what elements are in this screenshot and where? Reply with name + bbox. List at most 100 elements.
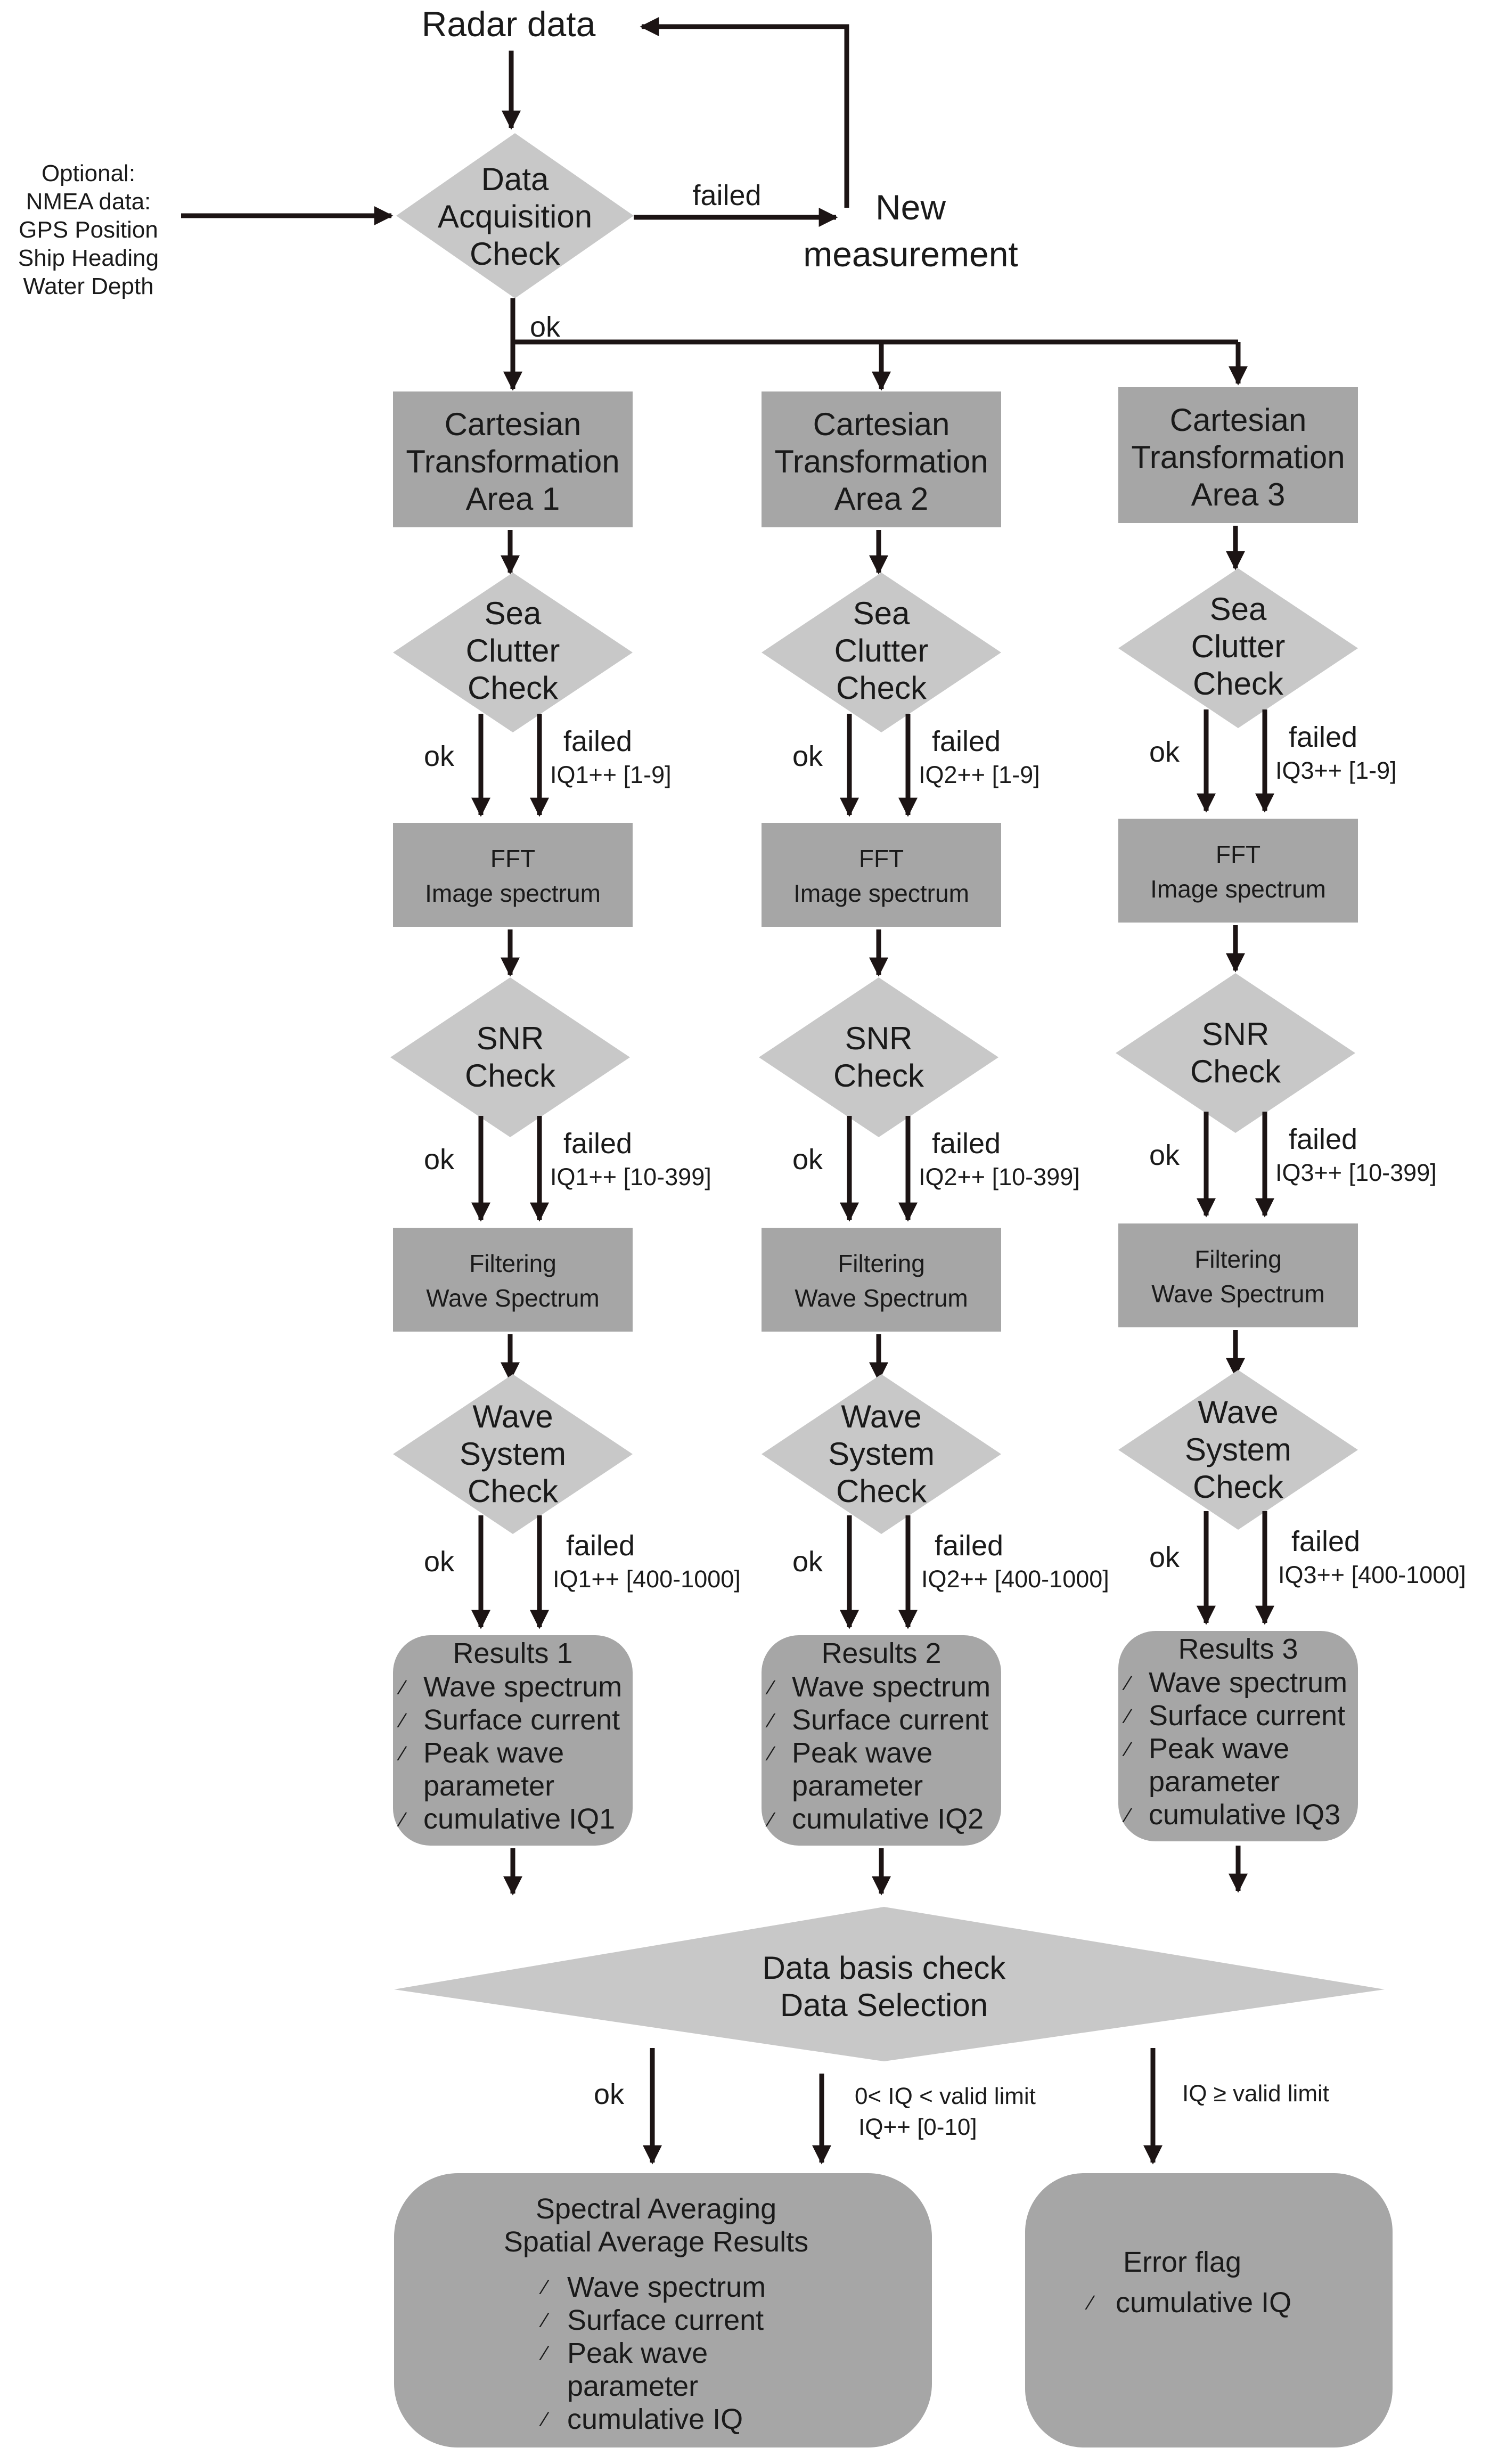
results-box: Results 3⁄Wave spectrum⁄Surface current⁄…	[1118, 1631, 1358, 1841]
optional-line: GPS Position	[19, 217, 158, 243]
error-title: Error flag	[1123, 2246, 1241, 2278]
data-basis-check: Data basis check Data Selection	[394, 1907, 1385, 2061]
filtering-line: Wave Spectrum	[795, 1284, 968, 1312]
cartesian-line: Cartesian	[1170, 402, 1307, 438]
snr-ok-label: ok	[1149, 1139, 1180, 1171]
cartesian-line: Area 1	[466, 481, 560, 517]
sea-failed-label: failed	[563, 725, 632, 757]
filtering-line: Wave Spectrum	[426, 1284, 600, 1312]
cartesian-line: Area 3	[1191, 477, 1286, 512]
sea-clutter-line: Sea	[485, 595, 542, 631]
results-item: Surface current	[792, 1704, 988, 1736]
optional-line: NMEA data:	[26, 189, 151, 215]
results-item: Wave spectrum	[423, 1671, 622, 1703]
fft-line: FFT	[1216, 841, 1260, 868]
fft-line: Image spectrum	[1150, 875, 1326, 903]
wave-iq-label: IQ2++ [400-1000]	[921, 1565, 1109, 1593]
sea-failed-label: failed	[932, 725, 1001, 757]
fft-box: FFT Image spectrum	[1118, 819, 1358, 923]
sea-iq-label: IQ2++ [1-9]	[919, 761, 1040, 788]
snr-failed-label: failed	[1289, 1123, 1357, 1155]
wave-failed-label: failed	[935, 1530, 1003, 1562]
snr-line: Check	[465, 1058, 556, 1094]
results-box: Results 1⁄Wave spectrum⁄Surface current⁄…	[393, 1635, 633, 1846]
spectral-item: cumulative IQ	[567, 2403, 743, 2435]
wave-failed-label: failed	[1291, 1525, 1360, 1557]
results-title: Results 1	[453, 1637, 572, 1669]
cartesian-line: Cartesian	[445, 406, 582, 442]
arrow-feedback-loop	[640, 17, 849, 208]
spectral-title: Spectral Averaging	[536, 2193, 776, 2225]
results-item: Peak wave	[792, 1737, 932, 1769]
snr-line: SNR	[845, 1021, 913, 1056]
acquisition-failed-label: failed	[692, 180, 761, 211]
wave-iq-label: IQ3++ [400-1000]	[1278, 1561, 1466, 1588]
radar-data-label: Radar data	[422, 4, 596, 44]
sea-ok-label: ok	[792, 740, 823, 772]
results-item: cumulative IQ1	[423, 1803, 615, 1835]
results-item: parameter	[1149, 1766, 1280, 1798]
optional-nmea-note: Optional: NMEA data: GPS Position Ship H…	[18, 160, 159, 299]
results-item: Wave spectrum	[1149, 1667, 1347, 1699]
spectral-averaging-box: Spectral Averaging Spatial Average Resul…	[394, 2173, 932, 2447]
spectral-item: Wave spectrum	[567, 2271, 766, 2303]
snr-line: Check	[1190, 1054, 1281, 1089]
wave-system-line: Check	[1193, 1469, 1284, 1505]
optional-line: Ship Heading	[18, 245, 159, 271]
cartesian-line: Transformation	[406, 444, 619, 479]
wave-system-line: Check	[836, 1473, 927, 1509]
data-acquisition-check: Data Acquisition Check	[396, 133, 634, 298]
snr-line: Check	[833, 1058, 924, 1094]
spectral-item: parameter	[567, 2370, 698, 2402]
sea-clutter-line: Clutter	[834, 633, 929, 668]
snr-failed-label: failed	[932, 1128, 1001, 1160]
filtering-line: Wave Spectrum	[1151, 1280, 1325, 1308]
branch-mid-iq: IQ++ [0-10]	[858, 2114, 977, 2140]
results-item: cumulative IQ3	[1149, 1799, 1340, 1831]
results-item: Wave spectrum	[792, 1671, 991, 1703]
snr-ok-label: ok	[792, 1144, 823, 1176]
snr-iq-label: IQ1++ [10-399]	[550, 1163, 711, 1190]
results-item: Peak wave	[423, 1737, 564, 1769]
sea-clutter-line: Check	[836, 670, 927, 706]
sea-clutter-line: Sea	[853, 595, 910, 631]
optional-line: Optional:	[42, 160, 135, 186]
wave-system-line: Wave	[1198, 1394, 1278, 1430]
wave-system-line: System	[1185, 1432, 1291, 1467]
new-measurement-line: measurement	[803, 234, 1018, 274]
results-item: Surface current	[1149, 1700, 1345, 1732]
results-title: Results 2	[821, 1637, 941, 1669]
acquisition-line: Acquisition	[438, 199, 592, 234]
filtering-line: Filtering	[838, 1250, 925, 1277]
results-item: Peak wave	[1149, 1733, 1289, 1765]
snr-failed-label: failed	[563, 1128, 632, 1160]
cartesian-line: Area 2	[834, 481, 929, 517]
data-basis-line: Data basis check	[763, 1950, 1006, 1986]
spectral-item: Peak wave	[567, 2337, 708, 2369]
sea-ok-label: ok	[1149, 736, 1180, 768]
acquisition-line: Check	[470, 236, 561, 272]
filtering-line: Filtering	[469, 1250, 556, 1277]
sea-iq-label: IQ1++ [1-9]	[550, 761, 672, 788]
sea-clutter-line: Check	[1193, 666, 1284, 701]
error-flag-box: Error flag ⁄ cumulative IQ	[1025, 2173, 1393, 2447]
branch-ok-label: ok	[594, 2078, 625, 2110]
sea-clutter-line: Clutter	[466, 633, 560, 668]
snr-iq-label: IQ2++ [10-399]	[919, 1163, 1080, 1190]
sea-clutter-line: Check	[468, 670, 559, 706]
new-measurement-line: New	[875, 187, 946, 227]
error-item: cumulative IQ	[1116, 2287, 1291, 2319]
